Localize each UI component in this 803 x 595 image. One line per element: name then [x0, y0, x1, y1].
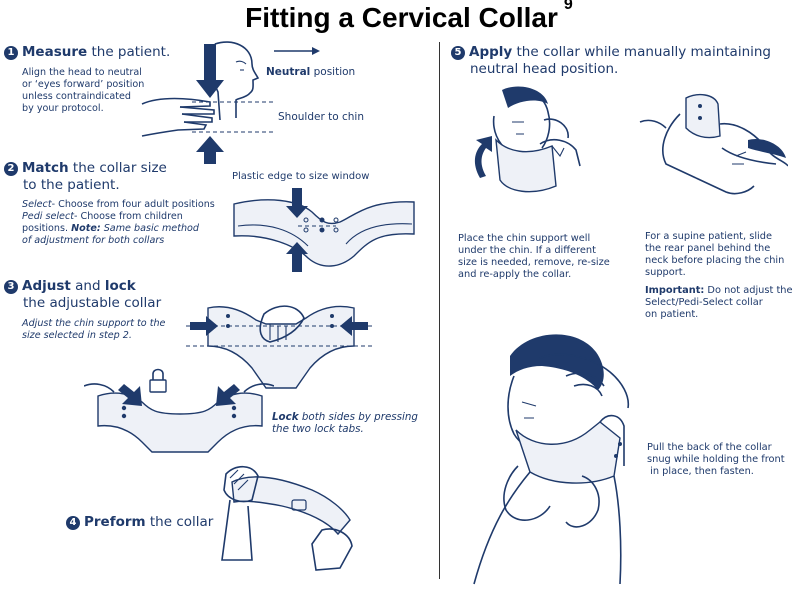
step2-line2: to the patient.: [23, 177, 120, 193]
step5-number-badge: 5: [451, 46, 465, 60]
step2-note-line: positions. Note: Same basic method: [22, 223, 215, 235]
step1-desc-line: or ‘eyes forward’ position: [22, 79, 145, 90]
step2-heading: 2 Match the collar size to the patient.: [4, 160, 167, 194]
place-line: under the chin. If a different: [458, 245, 596, 256]
collar-size-illustration: [233, 188, 415, 272]
important-line2: Select/Pedi-Select collar: [645, 297, 763, 308]
step2-rest: the collar size: [68, 160, 167, 176]
step4-bold: Preform: [84, 514, 146, 530]
step3-desc-line: size selected in step 2.: [22, 330, 132, 341]
column-divider: [439, 42, 440, 579]
note-line2: of adjustment for both collars: [22, 235, 165, 246]
adjust-collar-illustration: [186, 305, 372, 389]
step3-number-badge: 3: [4, 280, 18, 294]
neutral-position-label: Neutral position: [266, 66, 355, 78]
place-line: Place the chin support well: [458, 233, 591, 244]
lock-instruction: Lock both sides by pressing the two lock…: [272, 411, 418, 435]
pedi-label: Pedi select: [22, 211, 74, 222]
supine-line: neck before placing the chin: [645, 255, 785, 266]
step2-description: Select- Choose from four adult positions…: [22, 199, 215, 247]
neutral-rest: position: [310, 66, 356, 78]
step5-line2: neutral head position.: [470, 61, 619, 77]
place-chin-instruction: Place the chin support well under the ch…: [458, 233, 610, 281]
step1-rest: the patient.: [87, 44, 171, 60]
step4-rest: the collar: [145, 514, 214, 530]
pull-line: Pull the back of the collar: [647, 442, 772, 453]
step3-description: Adjust the chin support to the size sele…: [22, 318, 165, 342]
important-label: Important:: [645, 285, 705, 296]
pull-line: snug while holding the front: [647, 454, 785, 465]
note-label: Note:: [71, 223, 101, 234]
step5-heading: 5 Apply the collar while manually maintai…: [451, 44, 771, 78]
step3-desc-line: Adjust the chin support to the: [22, 318, 166, 329]
step1-heading: 1 Measure the patient.: [4, 44, 170, 61]
supine-instruction: For a supine patient, slide the rear pan…: [645, 231, 793, 321]
step2-pedi-line: Pedi select- Choose from children: [22, 211, 215, 223]
title-superscript: 9: [563, 0, 573, 13]
lock-line1: Lock both sides by pressing: [272, 411, 418, 423]
supine-line: For a supine patient, slide: [645, 231, 773, 242]
plastic-edge-label: Plastic edge to size window: [232, 171, 370, 182]
step5-rest: the collar while manually maintaining: [512, 44, 772, 60]
important-rest: Do not adjust the: [704, 285, 793, 296]
supine-line: the rear panel behind the: [645, 243, 771, 254]
pedi-text: - Choose from children: [74, 211, 183, 222]
important-line3: on patient.: [645, 309, 699, 320]
step1-desc-line: unless contraindicated: [22, 91, 131, 102]
place-line: and re-apply the collar.: [458, 269, 572, 280]
fasten-collar-illustration: [473, 334, 630, 585]
step4-number-badge: 4: [66, 516, 80, 530]
step3-bold2: lock: [104, 278, 136, 294]
step3-heading: 3 Adjust and lock the adjustable collar: [4, 278, 161, 312]
select-label: Select: [22, 199, 52, 210]
step1-desc-line: by your protocol.: [22, 103, 104, 114]
shoulder-to-chin-label: Shoulder to chin: [278, 111, 364, 123]
lock-line2: the two lock tabs.: [272, 423, 364, 435]
place-chin-support-illustration: [474, 86, 581, 193]
neutral-bold: Neutral: [266, 66, 311, 78]
positions-text: positions.: [22, 223, 72, 234]
important-line: Important: Do not adjust the: [645, 285, 793, 297]
select-text: - Choose from four adult positions: [51, 199, 215, 210]
step5-bold: Apply: [469, 44, 513, 60]
pull-line: in place, then fasten.: [647, 466, 754, 477]
step1-bold: Measure: [22, 44, 88, 60]
pull-back-instruction: Pull the back of the collar snug while h…: [647, 442, 785, 478]
step2-bold: Match: [22, 160, 69, 176]
lock-rest: both sides by pressing: [298, 411, 418, 423]
step2-number-badge: 2: [4, 162, 18, 176]
lock-collar-illustration: [84, 368, 274, 453]
note-text: Same basic method: [100, 223, 199, 234]
step3-bold1: Adjust: [22, 278, 71, 294]
step4-heading: 4 Preform the collar: [66, 514, 213, 531]
step3-line2: the adjustable collar: [23, 295, 162, 311]
supine-patient-illustration: [639, 93, 788, 195]
lock-bold: Lock: [272, 411, 299, 423]
step3-mid: and: [70, 278, 105, 294]
supine-line: support.: [645, 267, 686, 278]
step2-select-line: Select- Choose from four adult positions: [22, 199, 215, 211]
step1-description: Align the head to neutral or ‘eyes forwa…: [22, 67, 144, 115]
place-line: size is needed, remove, re-size: [458, 257, 610, 268]
measure-illustration: [141, 41, 275, 164]
neutral-arrow-icon: [274, 47, 320, 55]
preform-collar-illustration: [221, 465, 353, 571]
step1-number-badge: 1: [4, 46, 18, 60]
step1-desc-line: Align the head to neutral: [22, 67, 142, 78]
